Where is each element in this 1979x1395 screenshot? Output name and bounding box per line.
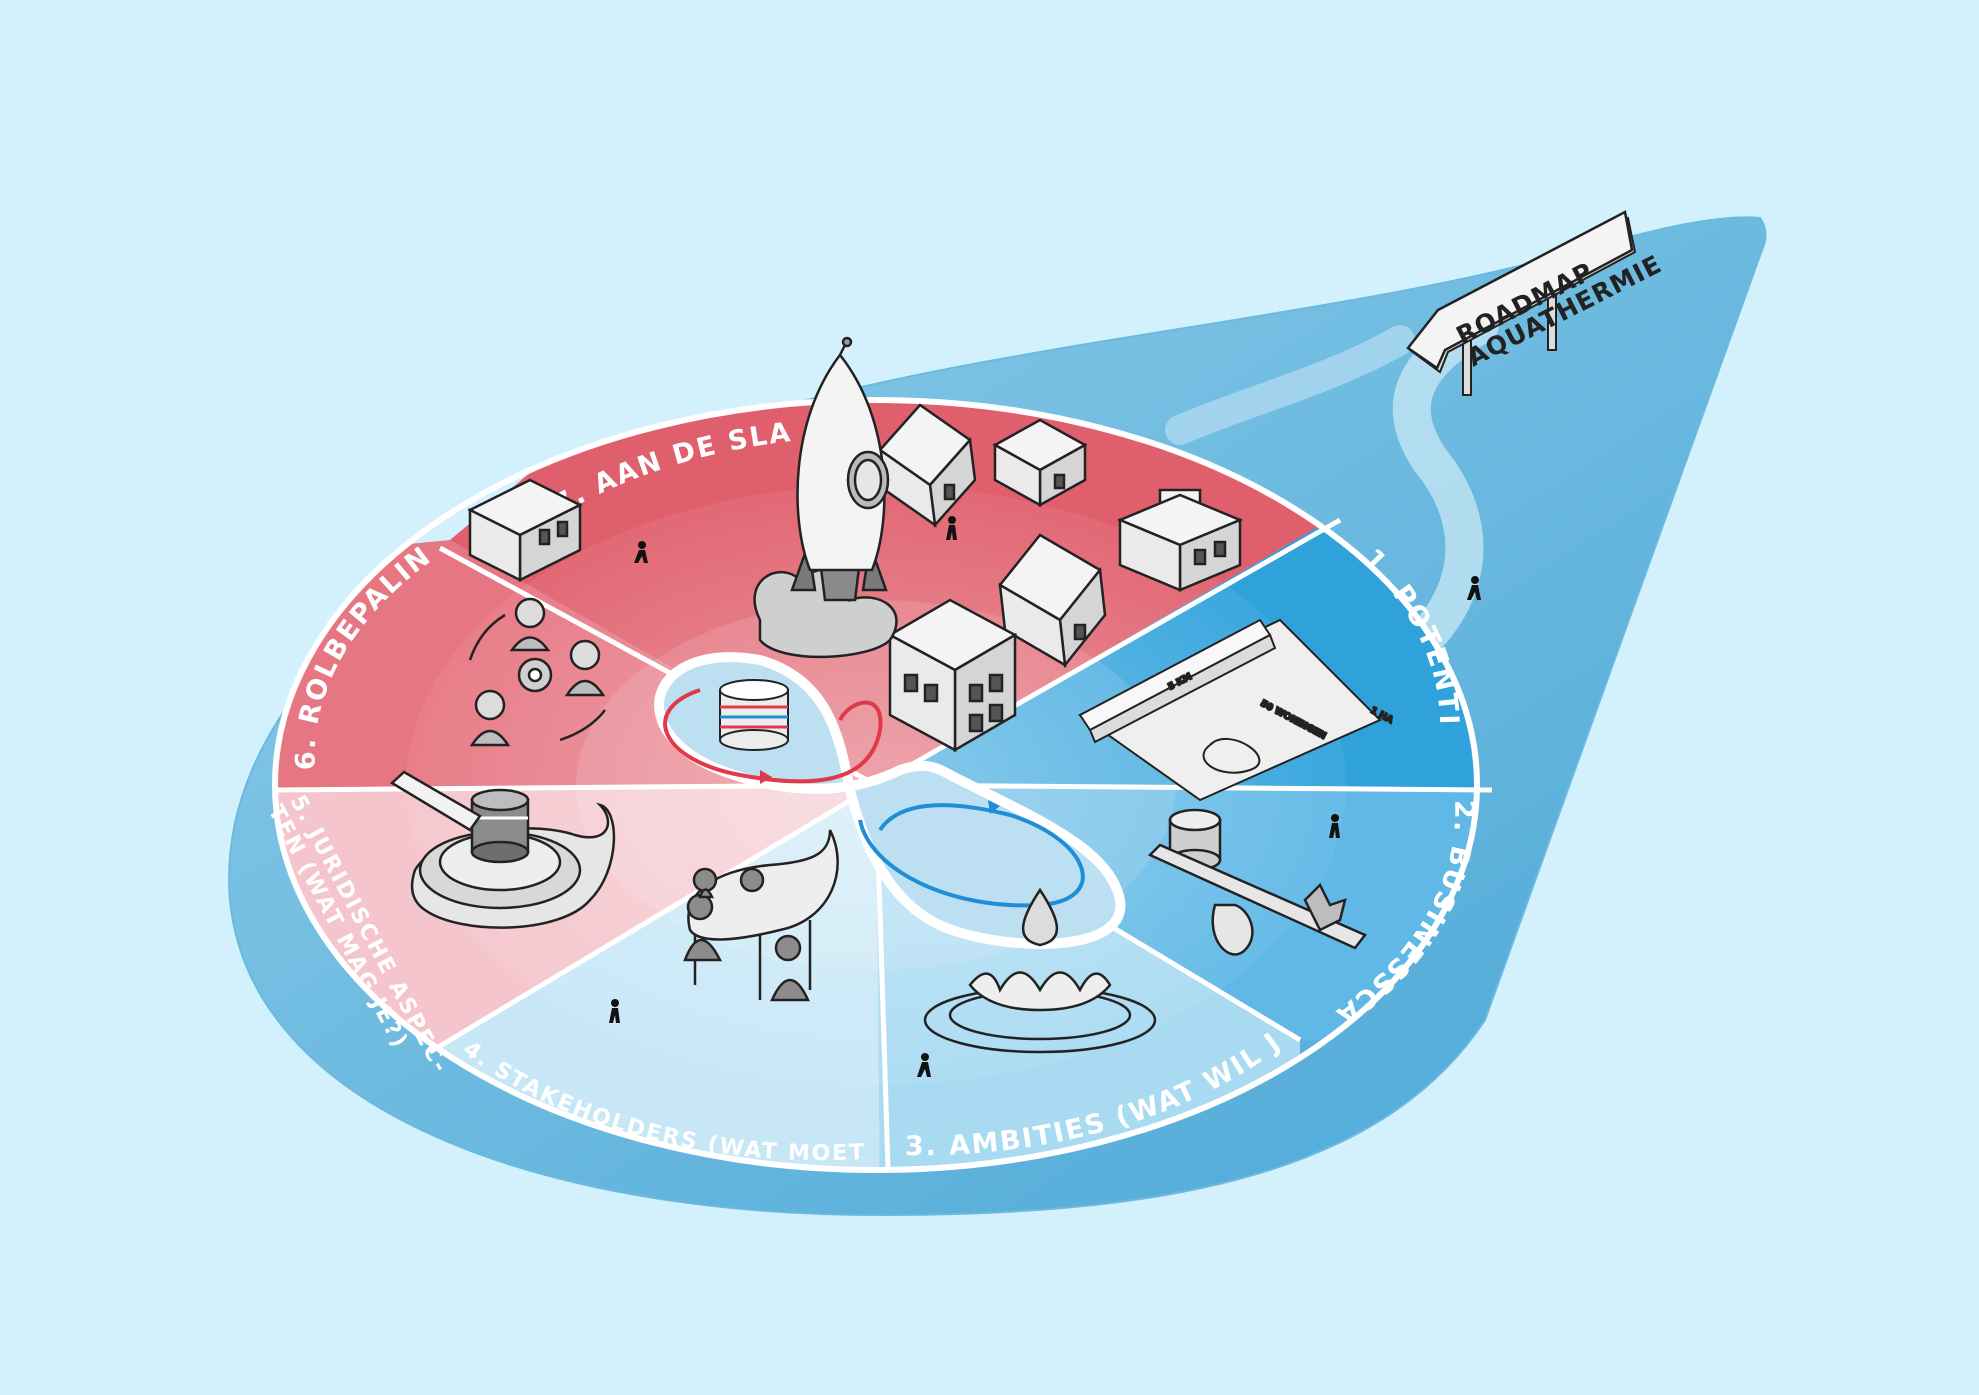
meeting-table-icon — [683, 829, 839, 1002]
ruler-map-icon: 5 KM 50 WONINGEN 1 HA — [1078, 618, 1395, 802]
rocket-icon — [753, 336, 898, 659]
water-splash-icon — [923, 887, 1157, 1054]
people-gear-icon — [468, 597, 606, 747]
heat-exchanger-icon — [719, 679, 789, 751]
seesaw-icon — [1147, 843, 1367, 956]
gavel-icon — [389, 770, 616, 929]
wheel-outline — [272, 397, 1480, 1173]
figure-eight-loop — [654, 652, 1126, 949]
segment-label-aan-de-slag: 7. AAN DE SLAG — [0, 0, 794, 521]
house-icon — [467, 403, 1244, 753]
person-walking-icon — [609, 516, 1481, 1077]
